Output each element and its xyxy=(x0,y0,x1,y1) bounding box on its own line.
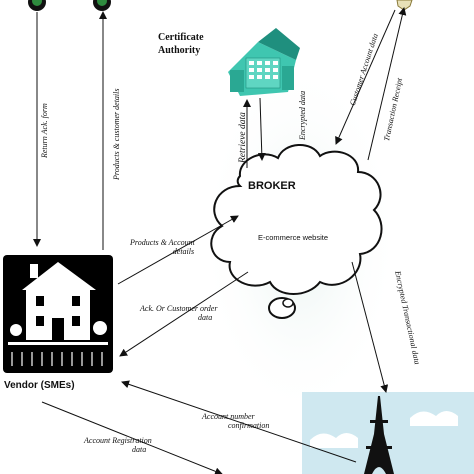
vendor-house-icon xyxy=(3,255,113,373)
top-left-green-icon xyxy=(28,0,46,11)
vendor-label: Vendor (SMEs) xyxy=(4,380,75,391)
products-account-label: Products & Account details xyxy=(130,238,195,257)
broker-cloud-shape xyxy=(210,144,383,319)
account-number-arrow xyxy=(121,380,357,463)
retrieve-data-label: Retrieve data xyxy=(238,112,248,163)
top-green-icon xyxy=(93,0,111,11)
account-number-label: Account number confirmation xyxy=(202,412,270,431)
customer-account-arrow xyxy=(335,9,396,145)
certificate-authority-building-icon xyxy=(228,28,300,96)
certificate-authority-label: Certificate Authority xyxy=(158,32,204,56)
broker-label: BROKER xyxy=(248,180,296,192)
ack-customer-order-arrow xyxy=(119,271,249,357)
bank-tower-icon xyxy=(302,392,474,474)
ack-customer-order-label: Ack. Or Customer order data xyxy=(140,304,218,323)
return-ack-label: Return Ack. form xyxy=(40,103,49,158)
products-account-arrow xyxy=(117,215,239,285)
ecommerce-website-label: E-commerce website xyxy=(258,233,329,242)
transaction-receipt-arrow xyxy=(367,7,407,161)
top-right-customer-icon xyxy=(396,0,413,11)
products-customer-label: Products & customer details xyxy=(112,88,121,180)
encrypted-data-label: Encrypted data xyxy=(298,90,307,140)
account-registration-label: Account Registration data xyxy=(84,436,152,455)
account-registration-arrow xyxy=(41,401,223,474)
encrypted-data-arrow xyxy=(257,97,266,161)
encrypted-transactional-arrow xyxy=(351,261,389,393)
